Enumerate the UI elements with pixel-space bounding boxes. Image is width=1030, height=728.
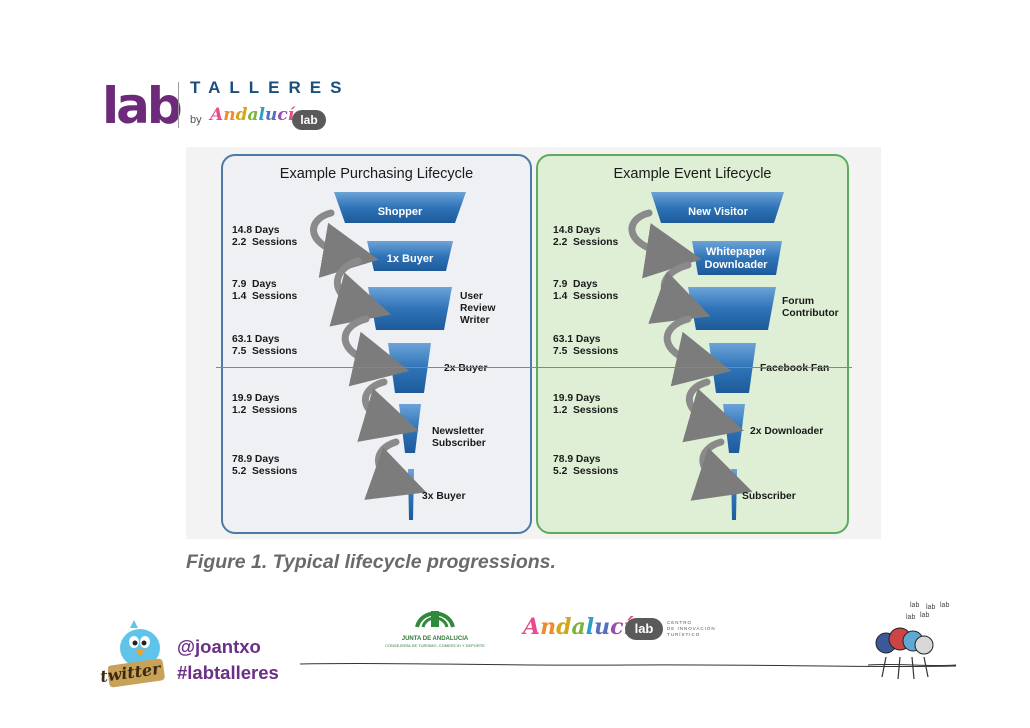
twitter-handle: @joantxo	[177, 636, 261, 657]
funnel-new-visitor	[651, 192, 784, 223]
stage-stat: 7.9 Days 1.4 Sessions	[232, 279, 298, 302]
funnel-3x-buyer	[408, 469, 414, 520]
stage-stat: 19.9 Days 1.2 Sessions	[232, 393, 298, 416]
innovation-center-text: CENTRO DE INNOVACIÓN TURÍSTICO	[667, 620, 716, 637]
stage-stat: 63.1 Days 7.5 Sessions	[232, 334, 298, 357]
stage-stat: 63.1 Days 7.5 Sessions	[553, 334, 619, 357]
hashtag: #labtalleres	[177, 662, 279, 683]
junta-subtitle: CONSEJERÍA DE TURISMO, COMERCIO Y DEPORT…	[385, 643, 485, 648]
funnel-subscriber	[731, 469, 737, 520]
stage-stat: 78.9 Days 5.2 Sessions	[232, 454, 298, 477]
funnel-user-review-writer	[368, 287, 452, 330]
panel-title: Example Purchasing Lifecycle	[279, 166, 474, 182]
funnel-forum-contributor	[688, 287, 776, 330]
twitter-bird-icon	[108, 620, 165, 688]
lifecycle-figure: Example Purchasing Lifecycle Example Eve…	[186, 147, 881, 539]
stage-label: Whitepaper Downloader	[704, 246, 768, 271]
stage-stat: 78.9 Days 5.2 Sessions	[553, 454, 619, 477]
funnel-2x-downloader	[723, 404, 745, 453]
stage-label: Subscriber	[742, 491, 796, 502]
junta-name: JUNTA DE ANDALUCIA	[401, 636, 469, 642]
lab-logo: lab	[102, 77, 183, 135]
lab-badge: lab	[292, 110, 326, 130]
stage-stat: 19.9 Days 1.2 Sessions	[553, 393, 619, 416]
arrow	[329, 257, 391, 327]
svg-text:lab: lab	[910, 602, 919, 609]
junta-de-andalucia-logo: JUNTA DE ANDALUCIA CONSEJERÍA DE TURISMO…	[385, 603, 485, 648]
arrow	[648, 261, 711, 324]
arrow	[663, 315, 732, 387]
stage-label: 3x Buyer	[422, 491, 466, 502]
andalucia-lab-logo: Andalucía	[210, 105, 305, 125]
svg-text:lab: lab	[926, 604, 935, 611]
funnel-facebook-fan	[709, 343, 756, 393]
arrow	[628, 209, 702, 279]
junta-emblem-icon	[415, 611, 455, 628]
footer-divider	[300, 662, 957, 668]
arrow	[357, 378, 419, 442]
svg-text:lab: lab	[940, 602, 949, 609]
funnel-whitepaper-downloader	[692, 241, 782, 275]
funnel-2x-buyer	[388, 343, 431, 393]
svg-text:lab: lab	[920, 612, 929, 619]
logo-divider	[178, 82, 179, 128]
stage-label: Facebook Fan	[760, 363, 830, 374]
arrow	[682, 378, 744, 443]
arrow	[364, 438, 427, 500]
stage-label: Newsletter Subscriber	[432, 426, 486, 449]
arrow	[310, 209, 379, 278]
talleres-brand: TALLERES	[190, 78, 351, 97]
stage-label: Forum Contributor	[782, 296, 839, 319]
funnel-1x-buyer	[367, 241, 453, 271]
stage-stat: 14.8 Days 2.2 Sessions	[553, 225, 619, 248]
arrow	[690, 438, 753, 501]
stage-label: Shopper	[377, 206, 423, 218]
funnel-newsletter-subscriber	[399, 404, 421, 453]
guide-line	[216, 367, 852, 368]
lab-badge: lab	[625, 618, 663, 640]
stage-label: New Visitor	[688, 206, 748, 218]
stage-label: 2x Buyer	[444, 363, 488, 374]
by-label: by	[190, 114, 202, 126]
stage-stat: 7.9 Days 1.4 Sessions	[553, 279, 619, 302]
figure-caption: Figure 1. Typical lifecycle progressions…	[186, 551, 556, 573]
arrow	[341, 315, 410, 387]
stage-label: 2x Downloader	[750, 426, 824, 437]
stage-label: 1x Buyer	[386, 253, 434, 265]
funnel-shopper	[334, 192, 466, 223]
stage-stat: 14.8 Days 2.2 Sessions	[232, 225, 298, 248]
stage-label: User Review Writer	[460, 291, 496, 326]
svg-text:lab: lab	[906, 614, 915, 621]
panel-title: Example Event Lifecycle	[613, 166, 772, 182]
funnel-diagram	[310, 192, 784, 520]
